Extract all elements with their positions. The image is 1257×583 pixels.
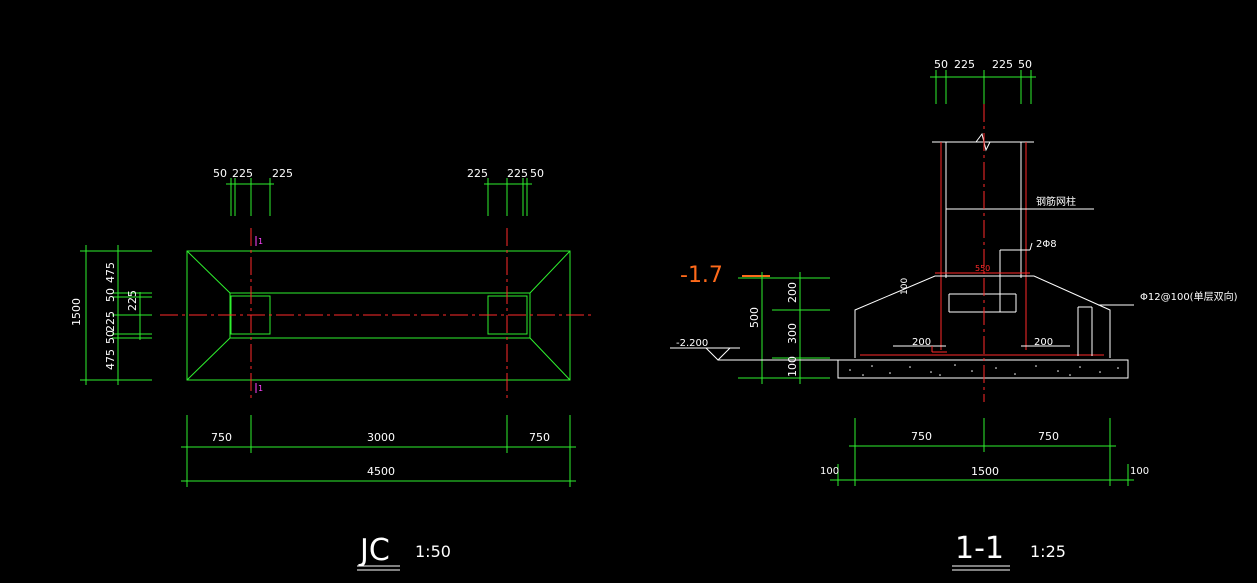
plan-dim-475: 475 xyxy=(104,262,117,283)
plan-dim-475: 475 xyxy=(104,349,117,370)
section-dim-100-left: 100 xyxy=(820,466,839,477)
section-bottom-dims: 750 750 1500 100 100 xyxy=(820,418,1149,486)
plan-dim-50: 50 xyxy=(213,167,227,180)
section-lean-concrete xyxy=(837,359,1129,379)
section-mark-bottom-label: 1 xyxy=(258,384,263,393)
section-dim-750: 750 xyxy=(1038,430,1059,443)
plan-dim-225: 225 xyxy=(467,167,488,180)
section-mark-top-label: 1 xyxy=(258,237,263,246)
plan-dim-750: 750 xyxy=(211,431,232,444)
section-dim-200-right: 200 xyxy=(1034,337,1053,348)
plan-dim-4500: 4500 xyxy=(367,465,395,478)
ground-level-symbol xyxy=(705,347,731,361)
section-top-dims: 50 225 225 50 xyxy=(930,58,1036,104)
section-dim-225: 225 xyxy=(992,58,1013,71)
lean-concrete-hatch xyxy=(849,364,1119,376)
section-height-dims: 500 200 300 100 xyxy=(738,272,830,384)
plan-slope-line xyxy=(529,250,571,294)
section-dim-50: 50 xyxy=(1018,58,1032,71)
label-steel-column: 钢筋网柱 xyxy=(1036,195,1076,208)
plan-top-dims-right: 225 225 50 xyxy=(467,167,544,216)
plan-dim-225-inner: 225 xyxy=(126,290,139,311)
plan-slope-line xyxy=(529,337,571,381)
plan-dim-225: 225 xyxy=(507,167,528,180)
section-dim-500: 500 xyxy=(748,307,761,328)
plan-top-dims-left: 50 225 225 xyxy=(213,167,293,216)
section-title: 1-1 xyxy=(955,531,1004,566)
section-dim-550: 550 xyxy=(975,264,990,273)
section-scale: 1:25 xyxy=(1030,542,1066,561)
plan-slope-line xyxy=(186,337,231,381)
section-dim-750: 750 xyxy=(911,430,932,443)
label-rebar-mesh: Φ12@100(单层双向) xyxy=(1140,290,1238,303)
label-rebar-2: 2Φ8 xyxy=(1036,239,1057,250)
plan-dim-50: 50 xyxy=(530,167,544,180)
level-mark: -1.7 xyxy=(680,263,723,288)
plan-title: JC xyxy=(358,533,390,568)
section-footing-outline xyxy=(854,275,1111,358)
plan-dim-1500: 1500 xyxy=(70,298,83,326)
section-dim-200: 200 xyxy=(786,282,799,303)
section-view: 50 225 225 50 钢筋网柱 2Φ8 xyxy=(670,58,1238,571)
ground-level: -2.200 xyxy=(676,338,708,349)
plan-left-dims: 1500 475 50 225 50 475 225 xyxy=(70,245,152,385)
section-dim-300: 300 xyxy=(786,323,799,344)
plan-dim-225: 225 xyxy=(232,167,253,180)
plan-view: 1 1 50 225 225 225 225 50 xyxy=(70,167,595,571)
section-dim-50: 50 xyxy=(934,58,948,71)
section-dim-100-right: 100 xyxy=(1130,466,1149,477)
plan-dim-3000: 3000 xyxy=(367,431,395,444)
plan-dim-225: 225 xyxy=(272,167,293,180)
plan-dim-50: 50 xyxy=(104,330,117,344)
plan-slope-line xyxy=(186,250,231,294)
plan-bottom-dims: 750 3000 750 4500 xyxy=(181,415,576,487)
plan-scale: 1:50 xyxy=(415,542,451,561)
section-dim-200-left: 200 xyxy=(912,337,931,348)
plan-dim-225: 225 xyxy=(104,311,117,332)
plan-dim-750: 750 xyxy=(529,431,550,444)
section-dim-1500: 1500 xyxy=(971,465,999,478)
section-dim-225: 225 xyxy=(954,58,975,71)
section-dim-100: 100 xyxy=(786,356,799,377)
section-dim-100-small: 100 xyxy=(900,278,910,295)
plan-dim-50: 50 xyxy=(104,288,117,302)
